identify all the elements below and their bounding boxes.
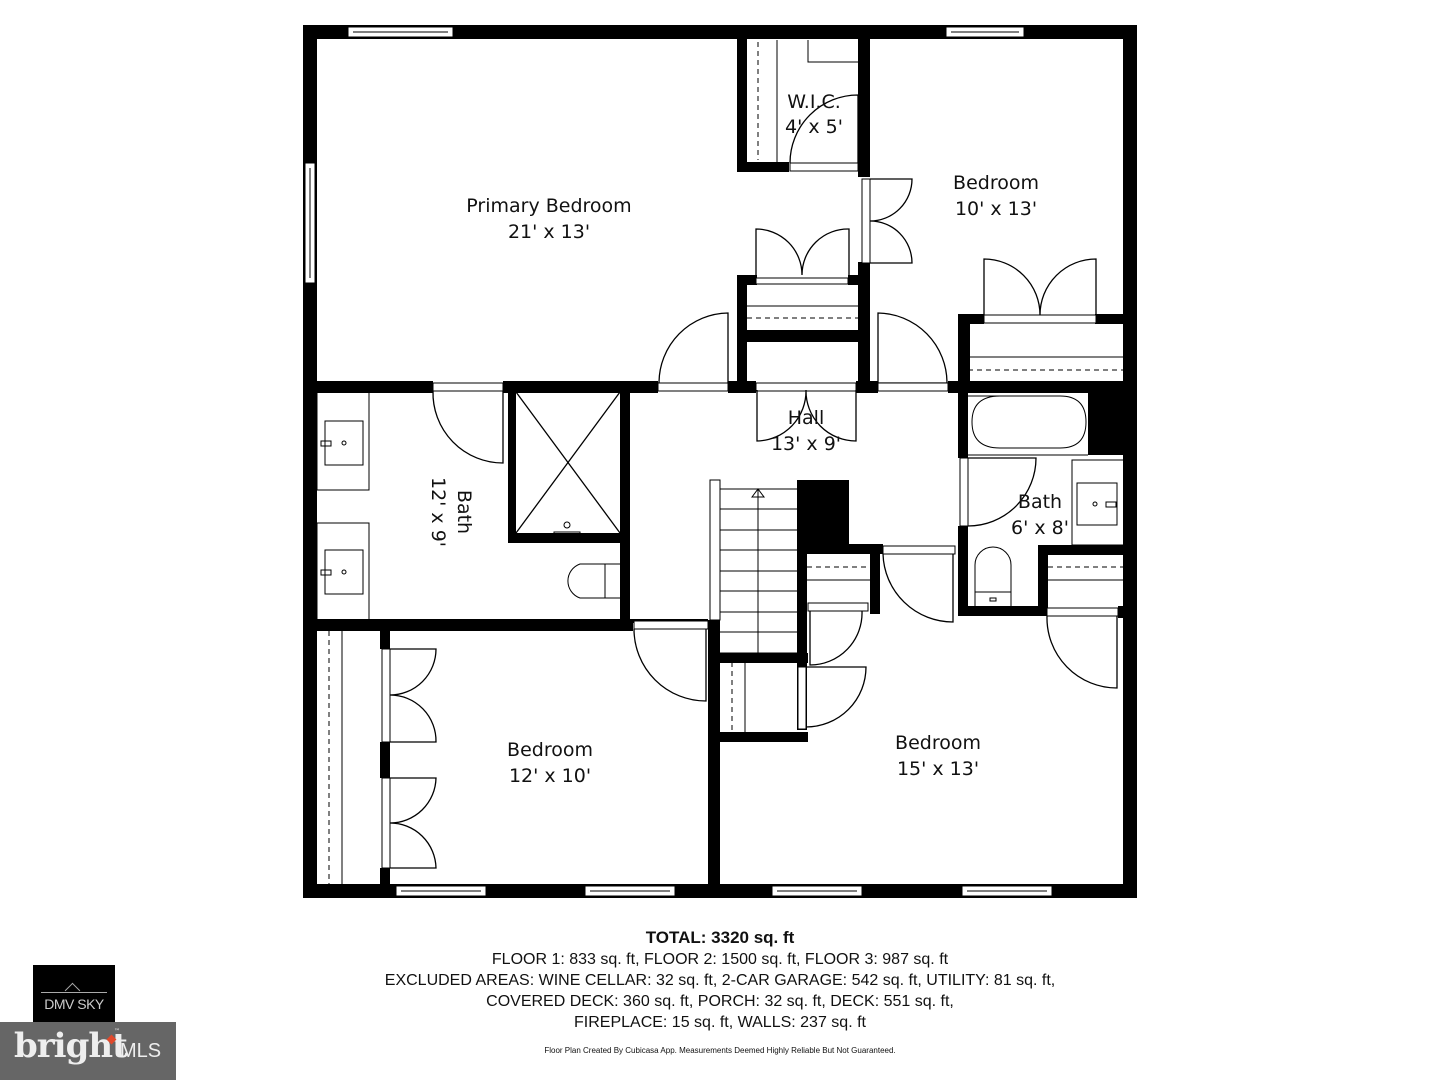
room-bedroom-se-dims: 15' x 13' [897,758,979,780]
dmv-sky-text: DMV SKY [44,996,104,1012]
floor-areas: FLOOR 1: 833 sq. ft, FLOOR 2: 1500 sq. f… [491,951,949,968]
room-primary-bedroom-name: Primary Bedroom [466,195,631,217]
excluded-areas-line-3: FIREPLACE: 15 sq. ft, WALLS: 237 sq. ft [574,1014,866,1031]
room-wic-dims: 4' x 5' [785,116,843,138]
room-bedroom-sw-dims: 12' x 10' [509,765,591,787]
excluded-areas-line-2: COVERED DECK: 360 sq. ft, PORCH: 32 sq. … [486,993,954,1010]
trademark-mark: ™ [114,1028,120,1035]
credit-note: Floor Plan Created By Cubicasa App. Meas… [544,1046,896,1055]
room-hall-dims: 13' x 9' [771,433,841,455]
room-labels: Primary Bedroom 21' x 13' W.I.C. 4' x 5'… [427,91,1069,787]
room-primary-bedroom-dims: 21' x 13' [508,221,590,243]
room-bedroom-sw-name: Bedroom [507,739,593,761]
mls-text: MLS [120,1040,162,1062]
bright-wordmark: bright [14,1026,128,1066]
roof-line-icon [41,992,107,993]
dmv-sky-logo: DMV SKY [33,965,115,1022]
room-hall-name: Hall [788,407,825,429]
fixtures [316,40,1125,884]
bright-mls-logo: bright ™ MLS [0,1022,176,1080]
total-area: TOTAL: 3320 sq. ft [645,928,795,947]
room-bath-primary-dims: 12' x 9' [427,477,449,547]
room-bedroom-se-name: Bedroom [895,732,981,754]
excluded-areas-line-1: EXCLUDED AREAS: WINE CELLAR: 32 sq. ft, … [384,972,1056,989]
room-bath-primary-name: Bath [453,490,475,534]
windows [304,26,1053,897]
room-bedroom-ne-dims: 10' x 13' [955,198,1037,220]
room-bath-hall-name: Bath [1018,491,1062,513]
room-bedroom-ne-name: Bedroom [953,172,1039,194]
room-wic-name: W.I.C. [787,91,841,113]
interior-walls [303,37,1137,890]
room-bath-hall-dims: 6' x 8' [1011,517,1069,539]
